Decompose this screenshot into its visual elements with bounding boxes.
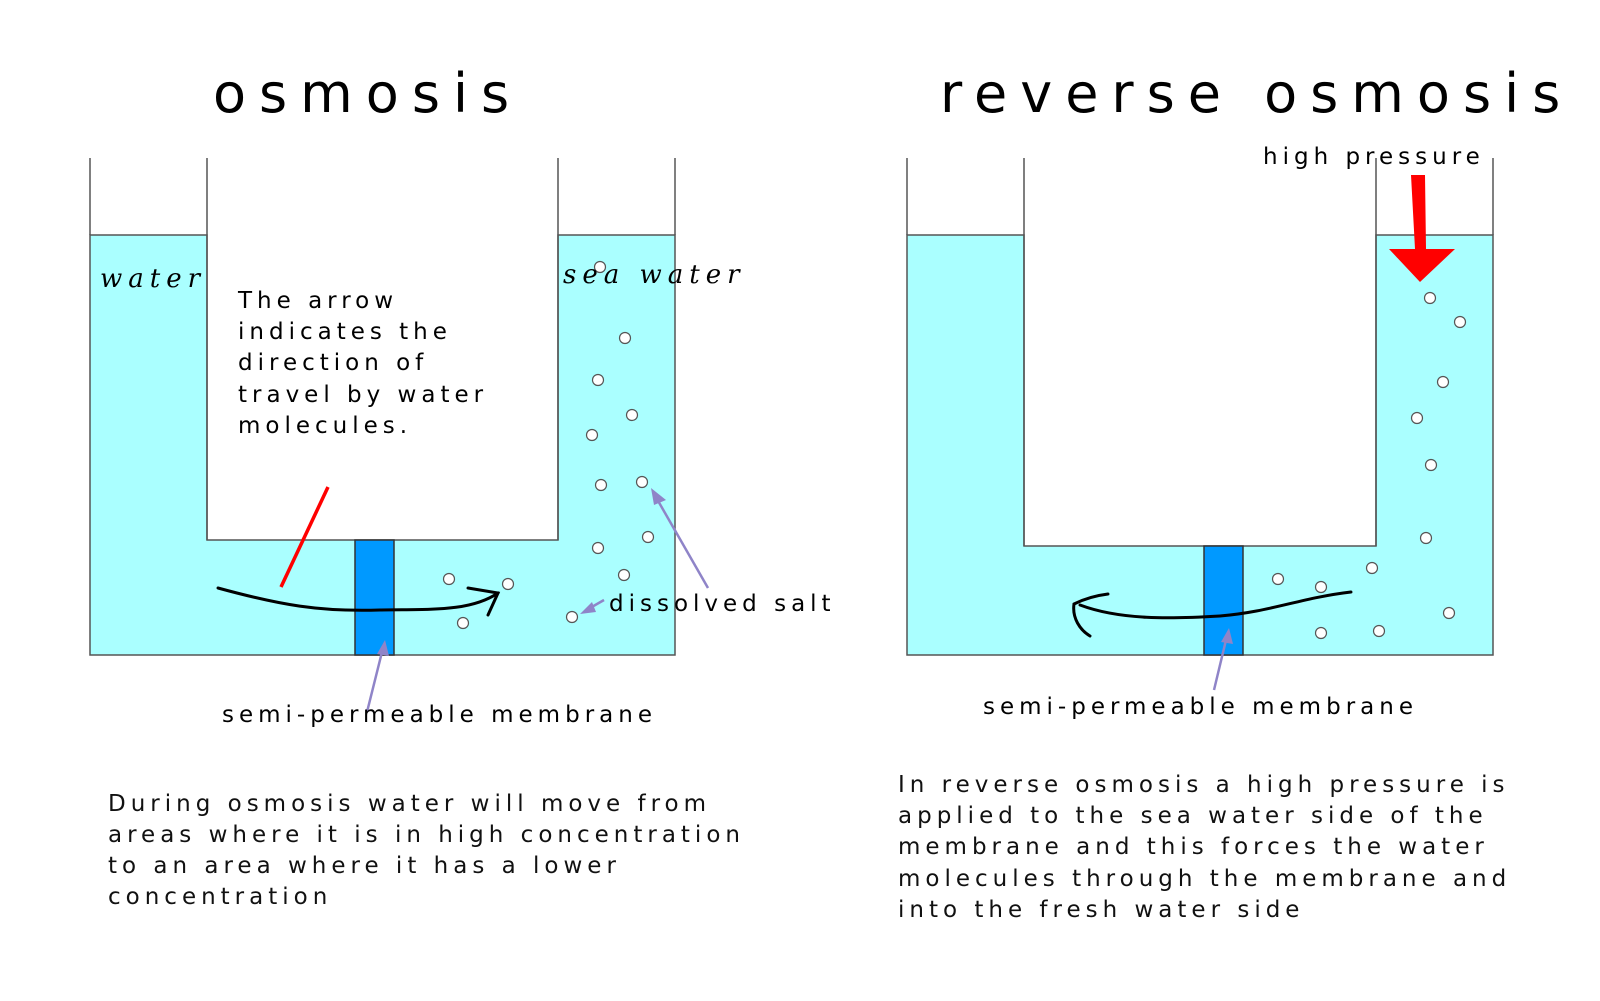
svg-text:In reverse osmosis a high pres: In reverse osmosis a high pressure is [898,772,1510,798]
svg-text:applied to the sea water side: applied to the sea water side of the [898,803,1488,829]
svg-text:The arrow: The arrow [237,288,398,314]
membrane-label: semi-permeable membrane [983,694,1418,720]
svg-text:into the fresh water side: into the fresh water side [898,897,1304,923]
red-pointer-line [279,486,330,588]
water-flow-arrow-right [216,586,501,617]
svg-text:concentration: concentration [108,884,332,910]
semi-permeable-membrane [354,539,395,656]
salt-particles [1271,291,1467,640]
svg-text:molecules.: molecules. [238,413,412,439]
svg-text:membrane and this forces the w: membrane and this forces the water [898,834,1489,860]
reverse-osmosis-description: In reverse osmosis a high pressure is ap… [898,772,1511,923]
water-flow-arrow-left [1072,590,1353,638]
arrow-note: The arrow indicates the direction of tra… [237,288,488,439]
svg-text:indicates the: indicates the [238,319,452,345]
semi-permeable-membrane [1203,545,1244,656]
high-pressure-label: high pressure [1263,144,1485,170]
svg-text:molecules through the membrane: molecules through the membrane and [898,866,1511,892]
osmosis-title: osmosis [213,62,522,125]
svg-text:During osmosis water will move: During osmosis water will move from [108,791,711,817]
salt-particles [442,260,655,630]
water-label: water [100,264,206,294]
svg-text:areas where it is in high conc: areas where it is in high concentration [108,822,745,848]
membrane-label: semi-permeable membrane [222,702,657,728]
reverse-osmosis-diagram: reverse osmosis high pressure [898,62,1573,923]
sea-water-label: sea water [563,260,746,290]
reverse-osmosis-title: reverse osmosis [940,62,1573,125]
high-pressure-arrow [1389,175,1455,282]
membrane-pointer [1212,628,1233,691]
osmosis-diagram: osmosis [89,62,836,910]
osmosis-description: During osmosis water will move from area… [108,791,745,910]
right-utube-water [906,234,1494,656]
dissolved-salt-label: dissolved salt [609,591,836,617]
svg-text:travel by water: travel by water [238,382,488,408]
svg-text:direction of: direction of [238,350,428,376]
dissolved-salt-pointer [580,488,710,614]
membrane-pointer [365,640,389,713]
svg-text:to an area where it has a lowe: to an area where it has a lower [108,853,621,879]
